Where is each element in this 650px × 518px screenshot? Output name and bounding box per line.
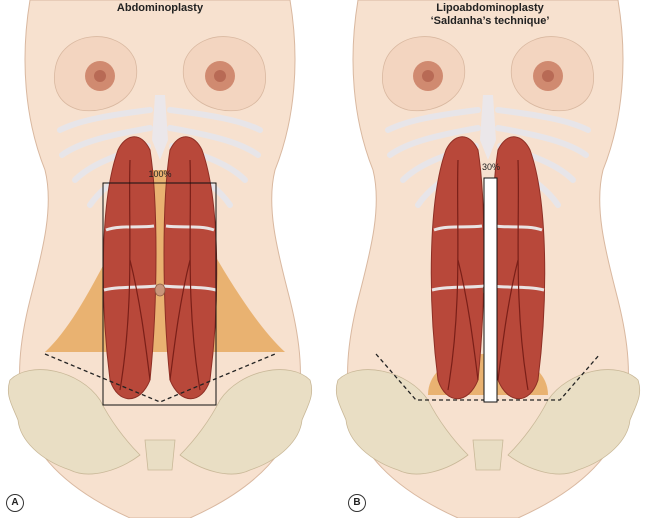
- panel-b-title: Lipoabdominoplasty ‘Saldanha’s technique…: [410, 2, 570, 28]
- percent-label: 100%: [148, 169, 171, 179]
- panel-b-figure: 30%: [336, 0, 639, 518]
- percent-label: 30%: [482, 162, 500, 172]
- resection-box: [102, 182, 217, 406]
- panel-b-title-main: Lipoabdominoplasty: [436, 2, 544, 14]
- panel-b-label: B: [348, 494, 366, 512]
- panel-b-subtitle: ‘Saldanha’s technique’: [430, 15, 550, 27]
- tunnel-box: [483, 177, 498, 403]
- panel-a-title: Abdominoplasty: [116, 2, 204, 14]
- panel-a-figure: 100%: [8, 0, 311, 518]
- incision-line: [375, 353, 601, 401]
- panel-a-label: A: [6, 494, 24, 512]
